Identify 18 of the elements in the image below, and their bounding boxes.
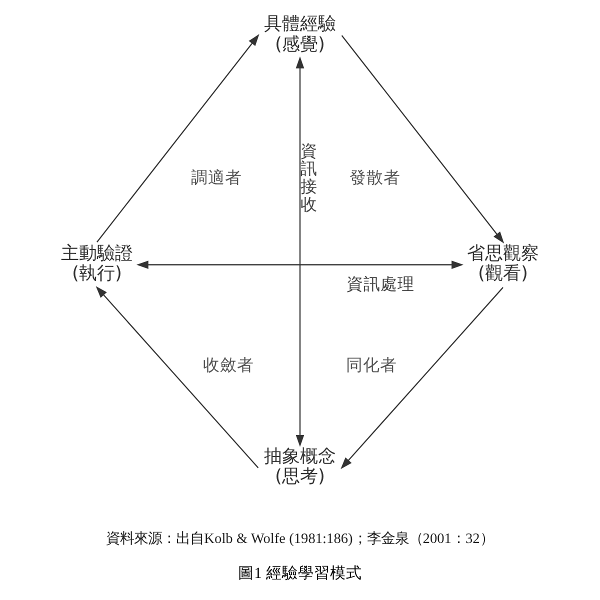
arrow bbox=[96, 34, 260, 242]
label: 調適者 bbox=[191, 167, 242, 188]
node-text: 抽象概念 (思考) bbox=[264, 446, 336, 488]
edge-label: 資訊處理 bbox=[346, 273, 415, 294]
arrow bbox=[296, 56, 304, 447]
arrow bbox=[136, 260, 464, 269]
label: 發散者 bbox=[350, 167, 401, 188]
label: 同化者 bbox=[346, 354, 397, 375]
node-text: 主動驗證 (執行) bbox=[60, 242, 133, 284]
caption: 圖1 經驗學習模式 bbox=[238, 565, 362, 582]
node-text: 省思觀察 (觀看) bbox=[467, 242, 540, 284]
arrow bbox=[341, 35, 504, 244]
arrow bbox=[96, 286, 259, 468]
label: 收斂者 bbox=[203, 354, 254, 375]
label: 資料來源：出自Kolb & Wolfe (1981:186)；李金泉（2001：32） bbox=[106, 531, 494, 548]
node-text: 具體經驗 (感覺) bbox=[264, 14, 336, 55]
arrow bbox=[340, 287, 504, 470]
edge-label: 資訊接收 bbox=[300, 140, 318, 214]
